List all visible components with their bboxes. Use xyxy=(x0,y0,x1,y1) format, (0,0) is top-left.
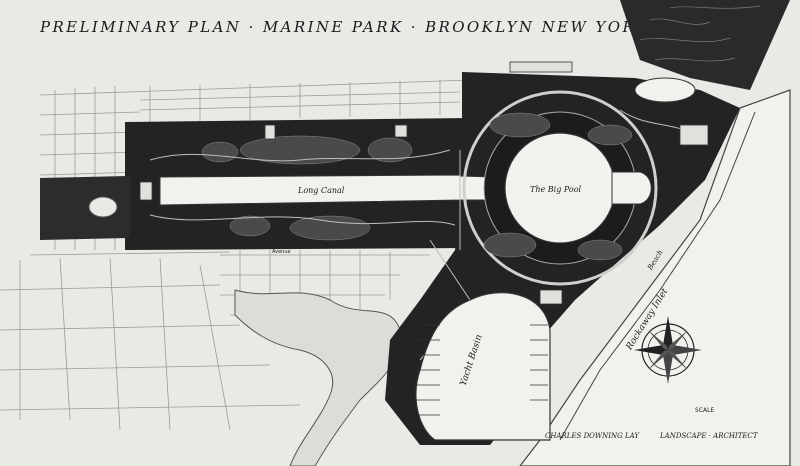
big-pool-ring-road xyxy=(462,90,658,286)
scale-label: SCALE xyxy=(695,407,714,414)
marsh-shoreline xyxy=(234,289,402,466)
big-pool-label: The Big Pool xyxy=(530,185,582,194)
compass-rose xyxy=(634,316,702,384)
beach-shoreline xyxy=(559,111,756,441)
tree-clusters xyxy=(201,112,633,261)
buildings xyxy=(139,61,709,305)
big-pool-east-basin xyxy=(611,171,652,205)
northeast-woods xyxy=(620,0,790,90)
park-west-appendix xyxy=(40,176,130,240)
long-canal-label: Long Canal xyxy=(297,186,345,195)
basin-piers xyxy=(415,324,548,416)
oval-field xyxy=(88,196,118,218)
northeast-oval xyxy=(634,77,696,103)
avenue-label: Avenue xyxy=(272,249,291,255)
plan-title: PRELIMINARY PLAN · MARINE PARK · BROOKLY… xyxy=(39,18,704,36)
northeast-woods-texture xyxy=(639,5,761,62)
yacht-basin xyxy=(415,292,551,441)
designer-role: LANDSCAPE · ARCHITECT xyxy=(659,432,759,440)
designer-credit: CHARLES DOWNING LAY xyxy=(545,432,640,440)
